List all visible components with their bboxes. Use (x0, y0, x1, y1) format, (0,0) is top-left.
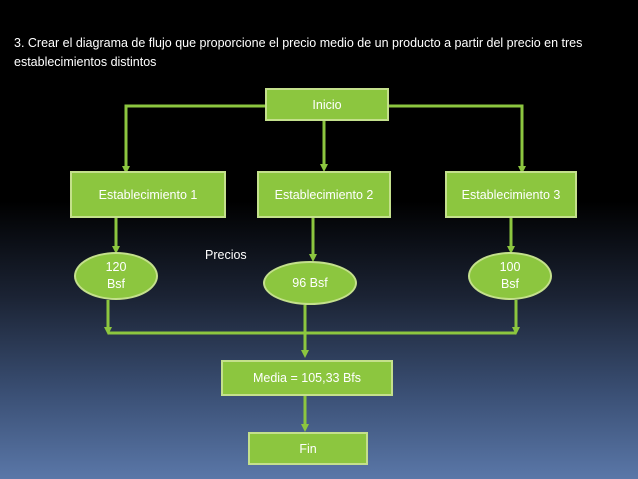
precio-3-node: 100 Bsf (468, 252, 552, 300)
precio-1-unit: Bsf (106, 277, 126, 291)
connector-inicio-est3 (389, 104, 526, 174)
connector-inicio-est1 (122, 104, 265, 174)
precio-1-value: 120 (105, 260, 127, 274)
precios-label: Precios (205, 248, 247, 262)
establecimiento-1-node: Establecimiento 1 (70, 171, 226, 218)
fin-node: Fin (248, 432, 368, 465)
slide-title: 3. Crear el diagrama de flujo que propor… (14, 36, 583, 69)
establecimiento-2-node: Establecimiento 2 (257, 171, 391, 218)
precio-3-unit: Bsf (500, 277, 520, 291)
establecimiento-3-node: Establecimiento 3 (445, 171, 577, 218)
inicio-node: Inicio (265, 88, 389, 121)
precio-2-node: 96 Bsf (263, 261, 357, 305)
media-node: Media = 105,33 Bfs (221, 360, 393, 396)
precio-3-value: 100 (499, 260, 521, 274)
precio-1-node: 120 Bsf (74, 252, 158, 300)
